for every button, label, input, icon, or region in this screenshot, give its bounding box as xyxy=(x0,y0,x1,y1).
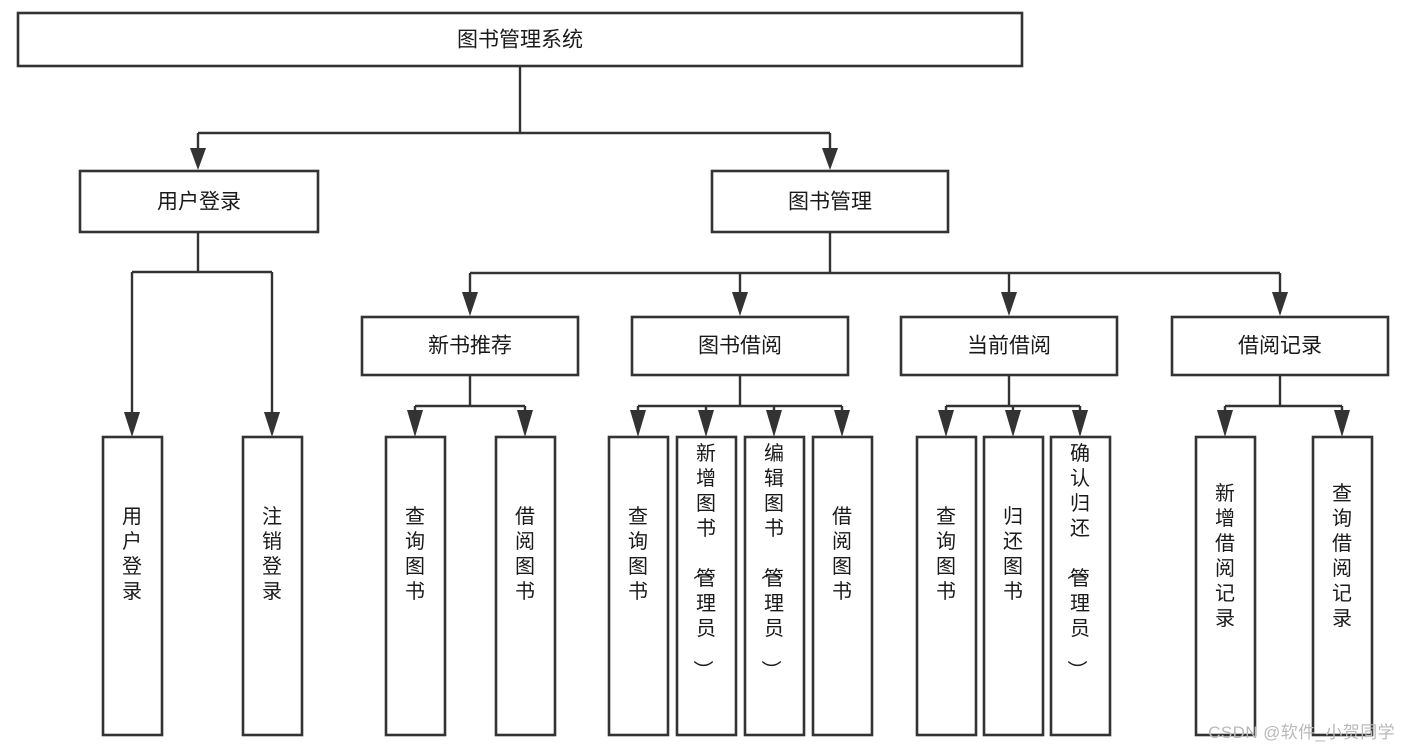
arrow-user-login xyxy=(190,148,206,170)
leaf-logout-login-label: 注销登录 xyxy=(262,505,282,603)
leaf-confirm-return-box xyxy=(1049,435,1112,737)
leaf-query-record-box xyxy=(1311,435,1374,737)
leaf-query-book-2-label: 查询图书 xyxy=(628,505,648,603)
arrow-leaf-query-record xyxy=(1334,410,1350,437)
node-borrow-record[interactable]: 借阅记录 xyxy=(1170,315,1390,377)
arrow-leaf-user-login xyxy=(124,412,140,437)
arrow-leaf-confirm-return xyxy=(1072,410,1088,437)
node-root[interactable]: 图书管理系统 xyxy=(16,11,1024,68)
arrow-leaf-add-record xyxy=(1217,410,1233,437)
arrow-leaf-borrow-book-2 xyxy=(834,410,850,437)
leaf-query-book-1[interactable]: 查询图书 xyxy=(384,435,447,737)
leaf-add-record-label: 新增借阅记录 xyxy=(1215,482,1235,630)
leaf-add-record-box xyxy=(1194,435,1257,737)
connectors-group xyxy=(124,66,1350,437)
node-book-management-label: 图书管理 xyxy=(788,191,872,214)
leaf-logout-login[interactable]: 注销登录 xyxy=(241,435,304,737)
arrow-leaf-edit-book xyxy=(766,410,782,437)
arrow-borrow-record xyxy=(1272,292,1288,316)
arrow-leaf-query-book-2 xyxy=(630,410,646,437)
leaf-add-book-box xyxy=(675,435,738,737)
node-root-box xyxy=(16,11,1024,68)
arrow-new-book-recommend xyxy=(462,292,478,316)
arrow-book-borrow xyxy=(732,292,748,316)
leaf-user-login-label: 用户登录 xyxy=(122,506,142,603)
leaf-confirm-return[interactable]: 确认归还（管理员） xyxy=(1049,435,1112,737)
arrow-current-borrow xyxy=(1001,292,1017,316)
leaf-add-book-label: 新增图书（管理员） xyxy=(691,442,716,680)
leaf-query-book-2[interactable]: 查询图书 xyxy=(607,435,670,737)
node-book-borrow[interactable]: 图书借阅 xyxy=(630,315,850,377)
leaf-user-login[interactable]: 用户登录 xyxy=(101,435,164,737)
arrow-leaf-query-book-1 xyxy=(407,410,423,437)
node-new-book-recommend-box xyxy=(360,315,580,377)
node-book-management[interactable]: 图书管理 xyxy=(710,169,950,234)
leaf-query-record-label: 查询借阅记录 xyxy=(1332,482,1352,630)
leaf-edit-book[interactable]: 编辑图书（管理员） xyxy=(743,435,806,737)
node-book-borrow-label: 图书借阅 xyxy=(698,335,782,358)
leaf-query-book-3[interactable]: 查询图书 xyxy=(915,435,978,737)
leaf-user-login-box xyxy=(101,435,164,737)
node-user-login-box xyxy=(78,169,320,234)
node-book-borrow-box xyxy=(630,315,850,377)
leaf-query-book-1-label: 查询图书 xyxy=(405,505,425,603)
leaf-borrow-book-1-box xyxy=(494,435,557,737)
leaf-borrow-book-1[interactable]: 借阅图书 xyxy=(494,435,557,737)
leaf-return-book-box xyxy=(982,435,1045,737)
leaf-return-book[interactable]: 归还图书 xyxy=(982,435,1045,737)
leaf-borrow-book-1-label: 借阅图书 xyxy=(515,505,535,603)
node-new-book-recommend-label: 新书推荐 xyxy=(428,335,512,358)
leaf-edit-book-label: 编辑图书（管理员） xyxy=(759,442,784,680)
node-borrow-record-box xyxy=(1170,315,1390,377)
node-current-borrow-box xyxy=(899,315,1119,377)
arrow-leaf-add-book xyxy=(698,410,714,437)
csdn-watermark: CSDN @软件_小贺同学 xyxy=(1208,723,1395,742)
leaf-query-book-3-box xyxy=(915,435,978,737)
node-user-login[interactable]: 用户登录 xyxy=(78,169,320,234)
leaf-borrow-book-2-box xyxy=(811,435,874,737)
node-root-label: 图书管理系统 xyxy=(457,29,583,52)
node-user-login-label: 用户登录 xyxy=(157,191,241,214)
leaf-query-book-1-box xyxy=(384,435,447,737)
node-book-management-box xyxy=(710,169,950,234)
leaf-borrow-book-2[interactable]: 借阅图书 xyxy=(811,435,874,737)
leaf-add-book[interactable]: 新增图书（管理员） xyxy=(675,435,738,737)
arrow-book-management xyxy=(822,148,838,170)
node-new-book-recommend[interactable]: 新书推荐 xyxy=(360,315,580,377)
leaf-query-record[interactable]: 查询借阅记录 xyxy=(1311,435,1374,737)
arrow-leaf-return-book xyxy=(1005,410,1021,437)
arrow-leaf-borrow-book-1 xyxy=(517,410,533,437)
arrow-leaf-logout-login xyxy=(264,412,280,437)
leaf-return-book-label: 归还图书 xyxy=(1003,505,1023,603)
node-current-borrow[interactable]: 当前借阅 xyxy=(899,315,1119,377)
node-borrow-record-label: 借阅记录 xyxy=(1238,335,1322,358)
leaf-logout-login-box xyxy=(241,435,304,737)
node-current-borrow-label: 当前借阅 xyxy=(967,335,1051,358)
leaf-query-book-3-label: 查询图书 xyxy=(936,505,956,603)
arrow-leaf-query-book-3 xyxy=(938,410,954,437)
leaf-query-book-2-box xyxy=(607,435,670,737)
leaf-confirm-return-label: 确认归还（管理员） xyxy=(1065,442,1090,680)
leaf-borrow-book-2-label: 借阅图书 xyxy=(832,505,852,603)
leaf-edit-book-box xyxy=(743,435,806,737)
leaf-add-record[interactable]: 新增借阅记录 xyxy=(1194,435,1257,737)
